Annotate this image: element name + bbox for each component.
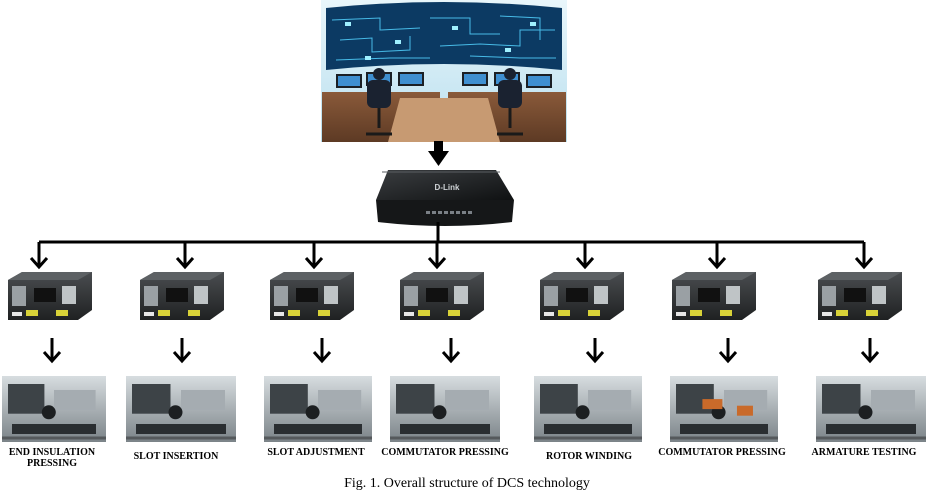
machine-photo xyxy=(264,376,372,442)
plc-controller xyxy=(270,272,354,320)
station-label: END INSULATION PRESSING xyxy=(0,447,117,469)
bus-drop-arrow xyxy=(306,242,322,267)
plc-controller xyxy=(672,272,756,320)
stations-layer xyxy=(2,242,926,442)
machine-photo xyxy=(816,376,926,442)
plc-controller xyxy=(400,272,484,320)
station-column xyxy=(126,242,236,442)
station-label: ROTOR WINDING xyxy=(524,451,654,462)
bus-drop-arrow xyxy=(429,242,445,267)
machine-photo xyxy=(2,376,106,442)
station-label: SLOT INSERTION xyxy=(111,451,241,462)
plc-to-machine-arrow xyxy=(314,338,330,361)
plc-controller xyxy=(140,272,224,320)
plc-to-machine-arrow xyxy=(862,338,878,361)
control-room-photo xyxy=(321,0,567,142)
bus-drop-arrow xyxy=(709,242,725,267)
station-label: ARMATURE TESTING xyxy=(799,447,929,458)
plc-to-machine-arrow xyxy=(443,338,459,361)
station-label: COMMUTATOR PRESSING xyxy=(657,447,787,458)
plc-to-machine-arrow xyxy=(720,338,736,361)
station-column xyxy=(264,242,372,442)
station-column xyxy=(816,242,926,442)
station-label: COMMUTATOR PRESSING xyxy=(380,447,510,458)
bus-drop-arrow xyxy=(856,242,872,267)
machine-photo xyxy=(534,376,642,442)
station-label: SLOT ADJUSTMENT xyxy=(251,447,381,458)
station-column xyxy=(534,242,642,442)
plc-to-machine-arrow xyxy=(44,338,60,361)
bus-drop-arrow xyxy=(31,242,47,267)
bus-drop-arrow xyxy=(577,242,593,267)
network-switch: D-Link xyxy=(376,170,514,226)
station-column xyxy=(2,242,106,442)
arrow-room-to-switch xyxy=(428,141,449,166)
switch-brand-label: D-Link xyxy=(435,183,460,192)
plc-controller xyxy=(818,272,902,320)
machine-photo xyxy=(670,376,778,442)
plc-to-machine-arrow xyxy=(174,338,190,361)
machine-photo xyxy=(390,376,500,442)
plc-controller xyxy=(540,272,624,320)
machine-photo xyxy=(126,376,236,442)
station-column xyxy=(670,242,778,442)
station-column xyxy=(390,242,500,442)
plc-controller xyxy=(8,272,92,320)
plc-to-machine-arrow xyxy=(587,338,603,361)
bus-drop-arrow xyxy=(177,242,193,267)
